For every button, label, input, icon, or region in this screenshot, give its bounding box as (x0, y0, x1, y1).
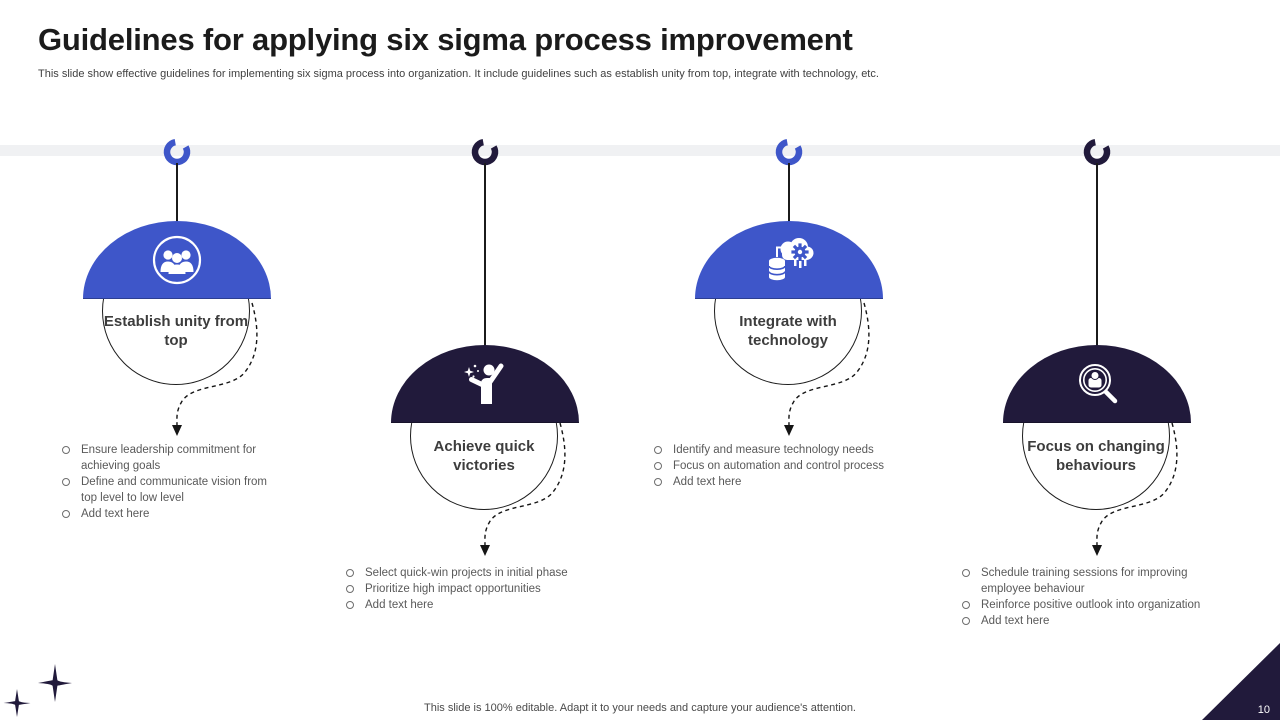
list-item: Identify and measure technology needs (654, 442, 884, 458)
circle-bullet-icon (346, 601, 354, 609)
circle-bullet-icon (654, 462, 662, 470)
dashed-arrow (784, 302, 870, 436)
circle-bullet-icon (346, 569, 354, 577)
list-item: Reinforce positive outlook into organiza… (962, 597, 1223, 613)
circle-bullet-icon (62, 446, 70, 454)
step-label: Integrate with technology (739, 313, 837, 349)
dashed-arrow (172, 302, 258, 436)
hook-ring-icon (163, 138, 191, 166)
process-step-3: Integrate with technology (669, 0, 909, 620)
circle-bullet-icon (654, 478, 662, 486)
person-search-icon (1079, 364, 1118, 404)
circle-bullet-icon (62, 478, 70, 486)
hook-ring-icon (1083, 138, 1111, 166)
step-bullets-1: Ensure leadership commitment for achievi… (62, 442, 279, 522)
dashed-arrow (1092, 422, 1178, 556)
circle-bullet-icon (346, 585, 354, 593)
circle-bullet-icon (962, 617, 970, 625)
circle-bullet-icon (654, 446, 662, 454)
corner-triangle (1202, 643, 1280, 720)
list-item: Add text here (346, 597, 568, 613)
hook-ring-icon (775, 138, 803, 166)
circle-bullet-icon (62, 510, 70, 518)
list-item: Define and communicate vision from top l… (62, 474, 279, 506)
dashed-arrow (480, 422, 566, 556)
page-number: 10 (1257, 704, 1270, 716)
list-item: Prioritize high impact opportunities (346, 581, 568, 597)
list-item: Ensure leadership commitment for achievi… (62, 442, 279, 474)
step-label: Achieve quick victories (433, 438, 535, 474)
sparkle-stars-icon (3, 664, 72, 717)
hang-line (176, 163, 178, 222)
list-item: Select quick-win projects in initial pha… (346, 565, 568, 581)
step-bullets-3: Identify and measure technology needs Fo… (654, 442, 884, 490)
step-dome (83, 221, 271, 299)
step-dome (391, 345, 579, 423)
step-bullets-4: Schedule training sessions for improving… (962, 565, 1223, 629)
step-dome (695, 221, 883, 299)
circle-bullet-icon (962, 569, 970, 577)
page-subtitle: This slide show effective guidelines for… (38, 68, 879, 80)
circle-bullet-icon (962, 601, 970, 609)
step-label: Establish unity from top (103, 313, 249, 349)
horizontal-track-bar (0, 145, 1280, 156)
step-label: Focus on changing behaviours (1027, 438, 1165, 474)
hang-line (484, 163, 486, 346)
hook-ring-icon (471, 138, 499, 166)
list-item: Add text here (654, 474, 884, 490)
list-item: Add text here (962, 613, 1223, 629)
hang-line (1096, 163, 1098, 346)
page-title: Guidelines for applying six sigma proces… (38, 22, 853, 57)
team-icon (152, 235, 202, 285)
list-item: Focus on automation and control process (654, 458, 884, 474)
process-step-1: Establish unity from top (57, 0, 297, 620)
list-item: Add text here (62, 506, 279, 522)
process-step-2: Achieve quick victories (365, 0, 605, 620)
process-step-4: Focus on changing behaviours (977, 0, 1217, 620)
step-dome (1003, 345, 1191, 423)
list-item: Schedule training sessions for improving… (962, 565, 1223, 597)
step-bullets-2: Select quick-win projects in initial pha… (346, 565, 568, 613)
cloud-gear-database-icon (768, 238, 814, 281)
achiever-icon (464, 363, 504, 404)
hang-line (788, 163, 790, 222)
footer-note: This slide is 100% editable. Adapt it to… (424, 702, 856, 714)
